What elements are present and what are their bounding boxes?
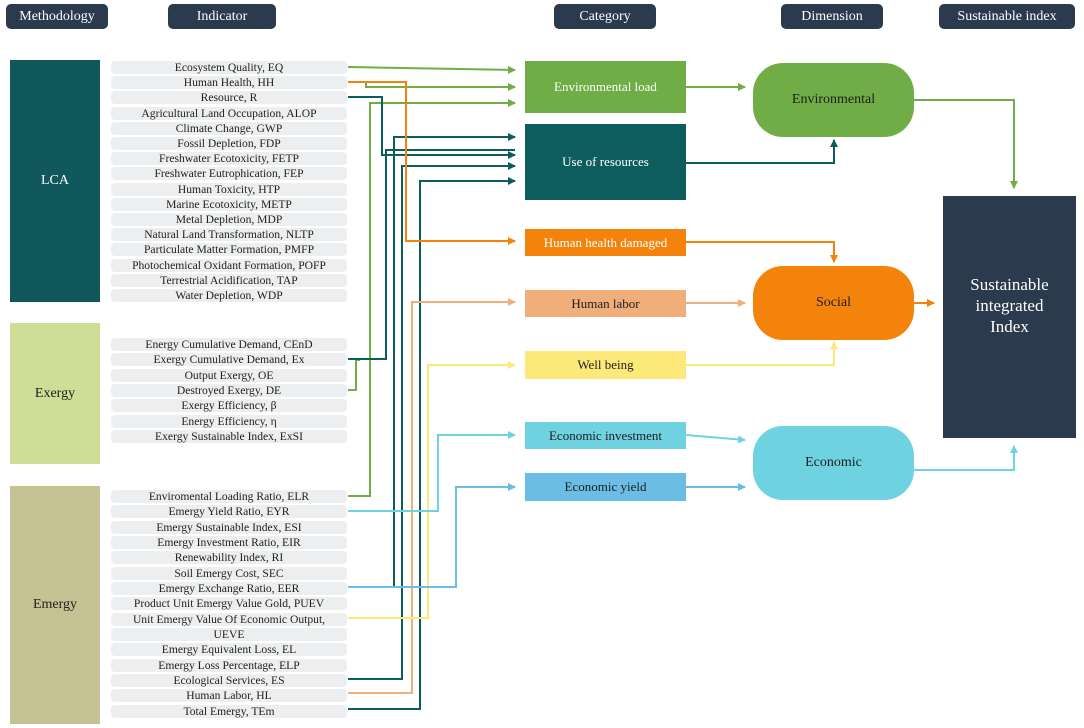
indicator-emergy-11: Emergy Loss Percentage, ELP [111,658,347,672]
indicator-lca-8: Human Toxicity, HTP [111,182,347,196]
edge-hh-to-human-health-damaged [348,81,516,245]
edge-elr-to-environmental-load [348,99,516,497]
indicator-lca-5: Fossil Depletion, FDP [111,137,347,150]
indicator-lca-0: Ecosystem Quality, EQ [111,61,347,74]
indicator-emergy-14: Total Emergy, TEm [111,704,347,718]
edge-eyr-to-economic-investment [348,431,516,512]
header-indicator: Indicator [168,4,276,29]
indicator-emergy-12: Ecological Services, ES [111,673,347,687]
indicator-emergy-1: Emergy Yield Ratio, EYR [111,505,347,519]
category-economic-investment: Economic investment [525,422,686,449]
indicator-exergy-3: Destroyed Exergy, DE [111,383,347,397]
indicator-exergy-6: Exergy Sustainable Index, ExSI [111,429,347,443]
edge-destroyed-exergy-to-environmental-load [348,359,360,391]
edge-environmental-to-index [914,99,1018,189]
indicator-emergy-7: Product Unit Emergy Value Gold, PUEV [111,597,347,611]
indicator-emergy-4: Renewability Index, RI [111,551,347,565]
dimension-social: Social [753,266,914,340]
indicator-lca-14: Terrestrial Acidification, TAP [111,273,347,287]
indicator-emergy-5: Soil Emergy Cost, SEC [111,566,347,580]
indicator-emergy-2: Emergy Sustainable Index, ESI [111,520,347,534]
edge-hl-to-human-labor [348,298,516,694]
edge-tem-to-use-of-resources [348,177,516,710]
indicator-lca-11: Natural Land Transformation, NLTP [111,228,347,242]
edge-eer-to-economic-yield [348,483,516,588]
category-human-labor: Human labor [525,290,686,317]
category-well-being: Well being [525,351,686,379]
methodology-emergy: Emergy [10,486,100,724]
methodology-lca: LCA [10,60,100,302]
edge-well-being-to-social [686,341,838,366]
dimension-economic: Economic [753,426,914,500]
indicator-exergy-4: Exergy Efficiency, β [111,399,347,413]
edge-resource-to-use-of-resources [348,96,516,159]
edge-human-health-damaged-to-social [686,241,838,263]
category-environmental-load: Environmental load [525,61,686,113]
edge-eq-to-environmental-load [347,65,516,74]
indicator-emergy-3: Emergy Investment Ratio, EIR [111,535,347,549]
category-use-of-resources: Use of resources [525,124,686,200]
header-sustainable-index: Sustainable index [939,4,1075,29]
edge-economic-to-index [914,445,1018,471]
indicator-lca-6: Freshwater Ecotoxicity, FETP [111,152,347,166]
indicator-emergy-8: Unit Emergy Value Of Economic Output, [111,612,347,626]
header-category: Category [554,4,656,29]
edge-economic-investment-to-economic [685,434,746,444]
indicator-exergy-0: Energy Cumulative Demand, CEnD [111,338,347,351]
indicator-emergy-13: Human Labor, HL [111,689,347,703]
header-methodology: Methodology [6,4,108,29]
indicator-lca-7: Freshwater Eutrophication, FEP [111,167,347,181]
category-human-health-damaged: Human health damaged [525,229,686,256]
edge-eer-to-use-of-resources [348,133,516,588]
indicator-exergy-1: Exergy Cumulative Demand, Ex [111,353,347,367]
indicator-emergy-0: Enviromental Loading Ratio, ELR [111,490,347,503]
indicator-exergy-5: Energy Efficiency, η [111,414,347,428]
index-label: Sustainable integrated Index [970,274,1049,336]
indicator-lca-15: Water Depletion, WDP [111,289,347,302]
sustainable-integrated-index: Sustainable integrated Index [943,196,1076,438]
indicator-emergy-6: Emergy Exchange Ratio, EER [111,581,347,595]
indicator-lca-3: Agricultural Land Occupation, ALOP [111,106,347,120]
indicator-lca-2: Resource, R [111,91,347,105]
edge-ueve-to-well-being [348,361,516,619]
edge-use-of-resources-to-environmental [686,139,838,164]
header-dimension: Dimension [781,4,883,29]
indicator-lca-1: Human Health, HH [111,76,347,90]
category-economic-yield: Economic yield [525,473,686,501]
indicator-lca-4: Climate Change, GWP [111,121,347,135]
indicator-emergy-10: Emergy Equivalent Loss, EL [111,643,347,657]
indicator-emergy-9: UEVE [111,627,347,641]
edge-es-to-use-of-resources [348,162,516,680]
indicator-lca-12: Particulate Matter Formation, PMFP [111,243,347,257]
indicator-lca-10: Metal Depletion, MDP [111,213,347,226]
indicator-exergy-2: Output Exergy, OE [111,368,347,382]
indicator-lca-13: Photochemical Oxidant Formation, POFP [111,258,347,272]
edge-ex-to-use-of-resources [348,149,515,360]
indicator-lca-9: Marine Ecotoxicity, METP [111,197,347,211]
dimension-environmental: Environmental [753,63,914,137]
methodology-exergy: Exergy [10,323,100,464]
